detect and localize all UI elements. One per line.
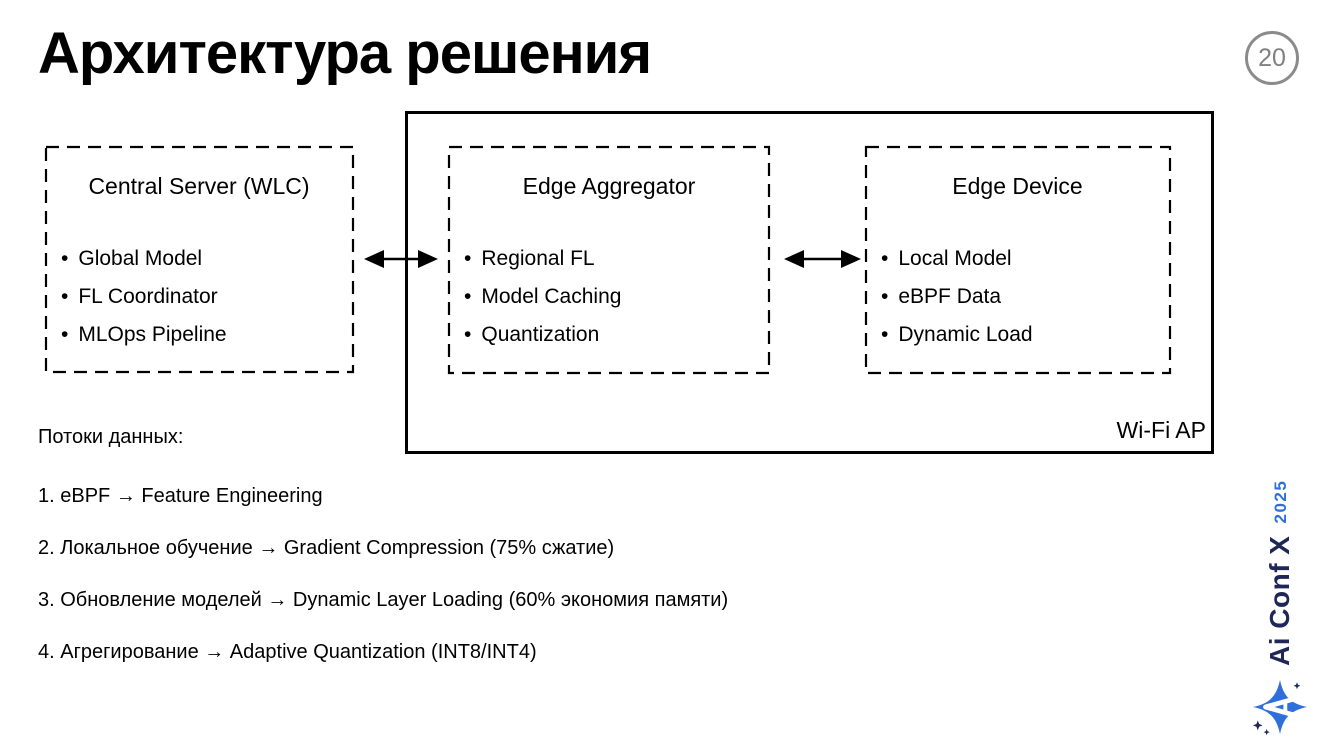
list-item: Model Caching xyxy=(464,278,621,316)
page-number-badge: 20 xyxy=(1245,31,1299,85)
edge-device-node: Edge Device Local Model eBPF Data Dynami… xyxy=(865,146,1170,373)
central-server-node: Central Server (WLC) Global Model FL Coo… xyxy=(45,146,353,373)
list-item: Dynamic Load xyxy=(881,316,1032,354)
edge-aggregator-node: Edge Aggregator Regional FL Model Cachin… xyxy=(448,146,770,373)
list-item: Global Model xyxy=(61,240,227,278)
data-flows-heading: Потоки данных: xyxy=(38,426,184,448)
conference-year-text: 2025 xyxy=(1271,479,1290,524)
node-title: Central Server (WLC) xyxy=(88,173,310,199)
data-flows-list: 1. eBPF → Feature Engineering 2. Локальн… xyxy=(38,486,728,694)
conference-logo-rotated: Ai Conf X 2025 xyxy=(1240,464,1320,736)
bidirectional-arrow-aggregator-device xyxy=(784,250,861,268)
list-item: FL Coordinator xyxy=(61,278,227,316)
wifi-ap-label: Wi-Fi AP xyxy=(1116,417,1206,443)
edge-aggregator-box-border xyxy=(447,145,771,375)
node-feature-list: Regional FL Model Caching Quantization xyxy=(464,240,621,354)
list-item: Regional FL xyxy=(464,240,621,278)
node-feature-list: Local Model eBPF Data Dynamic Load xyxy=(881,240,1033,354)
node-feature-list: Global Model FL Coordinator MLOps Pipeli… xyxy=(61,240,227,354)
node-title: Edge Device xyxy=(952,173,1083,199)
edge-device-box-border xyxy=(864,145,1172,375)
central-server-box-border xyxy=(44,145,355,374)
flow-item: 3. Обновление моделей → Dynamic Layer Lo… xyxy=(38,589,729,611)
node-title: Edge Aggregator xyxy=(522,173,696,199)
list-item: Quantization xyxy=(464,316,621,354)
flow-item: 2. Локальное обучение → Gradient Compres… xyxy=(38,537,615,559)
ai-star-sparkle-icon xyxy=(1252,679,1308,736)
flow-item: 1. eBPF → Feature Engineering xyxy=(38,485,323,507)
page-number: 20 xyxy=(1258,43,1286,72)
flow-item: 4. Агрегирование → Adaptive Quantization… xyxy=(38,641,537,663)
list-item: Local Model xyxy=(881,240,1033,278)
wifi-ap-container-box xyxy=(405,111,1214,454)
list-item: MLOps Pipeline xyxy=(61,316,226,354)
conference-brand-text: Ai Conf X xyxy=(1264,535,1295,667)
bidirectional-arrow-central-aggregator xyxy=(364,250,438,268)
page-title: Архитектура решения xyxy=(38,21,652,86)
list-item: eBPF Data xyxy=(881,278,1033,316)
